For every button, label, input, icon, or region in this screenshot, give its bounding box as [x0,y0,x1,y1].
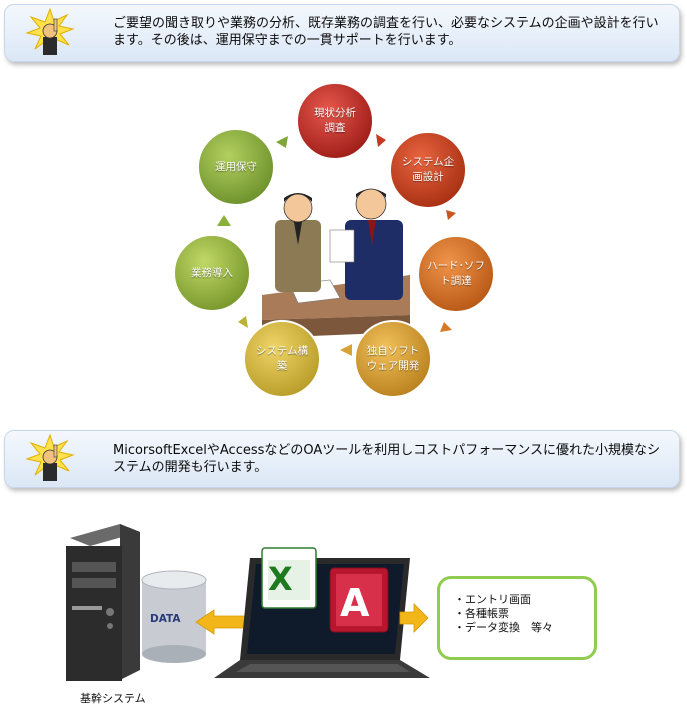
intro-banner: ご要望の聞き取りや業務の分析、既存業務の調査を行い、必要なシステムの企画や設計を… [4,4,680,62]
node-operation [197,128,275,206]
excel-icon: X [261,547,317,609]
node-development-label: 独自ソフト ウェア開発 [366,345,420,372]
node-analysis [296,82,374,160]
node-planning [389,131,467,209]
node-procurement [417,235,495,313]
output-item-conversion: ・データ変換 等々 [454,621,553,634]
node-planning-label: システム企 画設計 [401,156,455,183]
node-operation-label: 運用保守 [215,160,257,173]
oa-tools-banner: MicorsoftExcelやAccessなどのOAツールを利用しコストパフォー… [4,430,680,488]
svg-text:A: A [340,581,370,625]
svg-text:X: X [268,560,293,598]
core-system-label: 基幹システム [80,692,146,705]
node-development [354,320,432,398]
node-deployment [173,234,251,312]
node-procurement-label: ハード･ソフ ト調達 [427,260,485,287]
database-cylinder-icon [141,570,207,663]
outputs-box: ・エントリ画面 ・各種帳票 ・データ変換 等々 [437,576,597,660]
laptop-icon [214,558,430,678]
node-deployment-label: 業務導入 [191,266,233,279]
meeting-illustration [262,188,410,338]
output-item-reports: ・各種帳票 [454,607,509,620]
access-icon: A [329,567,389,633]
output-item-entry: ・エントリ画面 [454,593,531,606]
system-graphic: X A [66,524,430,681]
node-construction [243,320,321,398]
pointing-mascot-icon [25,7,75,55]
pointing-mascot-icon [25,433,75,481]
node-analysis-label: 現状分析 調査 [314,107,356,134]
output-arrow-icon [399,603,429,633]
system-diagram: X A DATA 基幹システム ・エントリ画面 ・各種帳票 ・データ変換 等々 [0,510,687,714]
cycle-graphic [173,82,495,398]
intro-text: ご要望の聞き取りや業務の分析、既存業務の調査を行い、必要なシステムの企画や設計を… [113,16,659,48]
cycle-arrows [217,134,456,356]
server-tower-icon [66,524,140,681]
oa-tools-text: MicorsoftExcelやAccessなどのOAツールを利用しコストパフォー… [113,443,661,475]
node-construction-label: システム構 築 [255,345,309,372]
database-label: DATA [150,613,181,625]
process-cycle-diagram: 現状分析 調査 システム企 画設計 ハード･ソフ ト調達 独自ソフト ウェア開発… [0,70,687,410]
